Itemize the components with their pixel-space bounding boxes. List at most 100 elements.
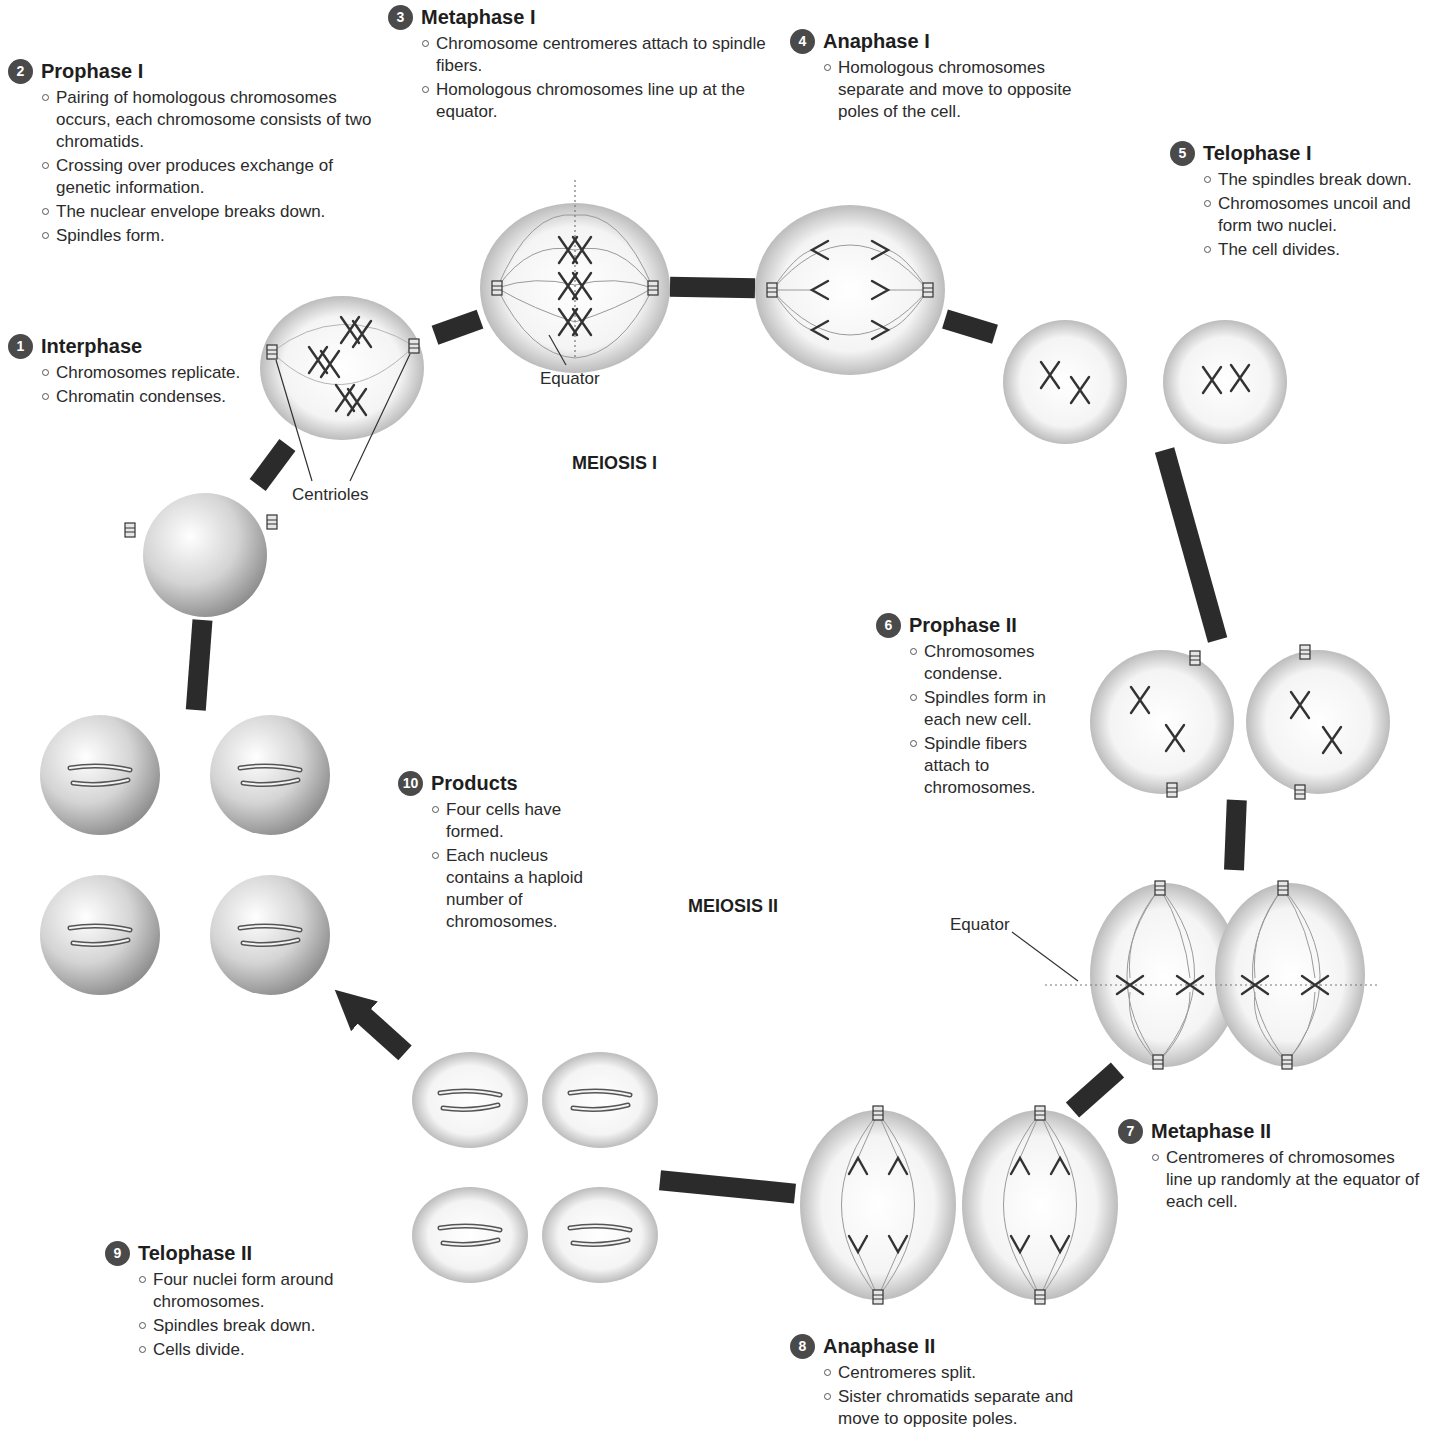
bullet-point: Centromeres of chromosomes line up rando… — [1151, 1147, 1423, 1213]
centriole — [1300, 645, 1310, 659]
spindle-fiber — [842, 1113, 1077, 1297]
bullet-point: Spindle fibers attach to chromosomes. — [909, 733, 1071, 799]
step-number: 4 — [790, 29, 815, 54]
spindle-fiber — [772, 245, 928, 335]
centriole — [267, 515, 277, 529]
chromatid — [889, 1236, 907, 1252]
stage-heading: Interphase — [41, 333, 142, 359]
centriole — [923, 283, 933, 297]
equator-label: Equator — [540, 368, 600, 390]
bullet-point: The spindles break down. — [1203, 169, 1425, 191]
stage-title-row: 7 Metaphase II — [1118, 1118, 1423, 1144]
stage-arrow — [945, 319, 995, 334]
centriole — [1035, 1106, 1045, 1120]
stage-heading: Anaphase I — [823, 28, 930, 54]
stage-region: 10ProductsFour cells have formed.Each nu… — [35, 710, 335, 1000]
centriole — [492, 281, 502, 295]
stage-text: 3Metaphase IChromosome centromeres attac… — [388, 4, 778, 125]
stage-heading: Metaphase II — [1151, 1118, 1271, 1144]
prophase-cell — [1246, 650, 1390, 794]
stage-heading: Telophase I — [1203, 140, 1312, 166]
leader-line — [1012, 932, 1078, 981]
step-number: 9 — [105, 1241, 130, 1266]
centriole — [1153, 1055, 1163, 1069]
chromosome — [341, 317, 359, 343]
step-number: 10 — [398, 771, 423, 796]
stage-region: 9Telophase IIFour nuclei form around chr… — [405, 1045, 660, 1290]
stage-text: 2Prophase I Pairing of homologous chromos… — [8, 58, 378, 249]
centriole — [873, 1290, 883, 1304]
stage-arrow — [660, 1180, 795, 1193]
stage-region: 7Metaphase IICentromeres of chromosomes … — [1085, 870, 1375, 1070]
chromatid — [1011, 1158, 1029, 1174]
bullet-point: Pairing of homologous chromosomes occurs… — [41, 87, 378, 153]
stage-title-row: 8Anaphase II — [790, 1333, 1110, 1359]
chromosome — [1323, 727, 1341, 753]
anaphase-cell — [800, 1110, 956, 1300]
stage-heading: Prophase II — [909, 612, 1017, 638]
stage-arrow — [196, 620, 203, 710]
chromosome — [348, 389, 366, 415]
chromosome — [1177, 976, 1203, 994]
part-label: Centrioles — [292, 484, 369, 506]
chromosome — [1291, 692, 1309, 718]
chromatid — [1051, 1158, 1069, 1174]
centriole — [1278, 881, 1288, 895]
chromosome — [440, 1091, 500, 1110]
chromosome — [240, 766, 300, 785]
stage-text: 1InterphaseChromosomes replicate.Chromat… — [8, 333, 278, 410]
centriole — [873, 1106, 883, 1120]
bullet-point: Centromeres split. — [823, 1362, 1110, 1384]
bullet-point: Spindles form in each new cell. — [909, 687, 1071, 731]
centriole — [648, 281, 658, 295]
chromatid — [1011, 1236, 1029, 1252]
stage-title-row: 1Interphase — [8, 333, 278, 359]
bullet-point: Spindles form. — [41, 225, 378, 247]
step-number: 3 — [388, 5, 413, 30]
step-number: 7 — [1118, 1119, 1143, 1144]
bullet-point: Chromatin condenses. — [41, 386, 278, 408]
stage-arrow — [363, 1015, 405, 1053]
bullet-point: The cell divides. — [1203, 239, 1425, 261]
bullet-point: Homologous chromosomes separate and move… — [823, 57, 1100, 123]
centriole — [1190, 651, 1200, 665]
daughter-cell — [1163, 320, 1287, 444]
bullet-point: Homologous chromosomes line up at the eq… — [421, 79, 778, 123]
stage-text: 8Anaphase IICentromeres split.Sister chr… — [790, 1333, 1110, 1432]
stage-region: 4Anaphase IHomologous chromosomes separa… — [755, 200, 945, 380]
leader-line — [549, 335, 566, 365]
stage-title-row: 9Telophase II — [105, 1240, 400, 1266]
prophase-cell — [260, 296, 424, 440]
stage-text: 4 Anaphase I Homologous chromosomes separa… — [790, 28, 1100, 125]
stage-arrow — [435, 319, 480, 335]
metaphase-cell — [480, 203, 670, 373]
stage-region: 1InterphaseChromosomes replicate.Chromat… — [120, 485, 295, 620]
chromosome — [573, 309, 591, 335]
forming-cell — [412, 1052, 528, 1148]
haploid-cell — [40, 875, 160, 995]
stage-text: 10ProductsFour cells have formed.Each nu… — [398, 770, 598, 935]
stage-region: 6Prophase IIChromosomes condense.Spindle… — [1085, 640, 1395, 800]
bullet-point: Chromosomes replicate. — [41, 362, 278, 384]
centriole — [1282, 1055, 1292, 1069]
bullet-point: Crossing over produces exchange of genet… — [41, 155, 378, 199]
chromosome — [1231, 365, 1249, 391]
stage-arrow — [258, 445, 288, 485]
chromosome — [321, 351, 339, 377]
chromosome — [812, 241, 828, 259]
chromosome — [240, 926, 300, 945]
step-number: 8 — [790, 1334, 815, 1359]
bullet-point: Each nucleus contains a haploid number o… — [431, 845, 598, 933]
stage-text: 6Prophase IIChromosomes condense.Spindle… — [876, 612, 1071, 801]
chromatid — [849, 1158, 867, 1174]
haploid-cell — [210, 715, 330, 835]
chromosome — [1203, 367, 1221, 393]
stage-text: 7 Metaphase II Centromeres of chromosomes … — [1118, 1118, 1423, 1215]
stage-title-row: 2Prophase I — [8, 58, 378, 84]
haploid-cell — [210, 875, 330, 995]
chromosome — [440, 1226, 500, 1245]
bullet-point: Spindles break down. — [138, 1315, 400, 1337]
chromosome — [872, 281, 888, 299]
haploid-cell — [40, 715, 160, 835]
